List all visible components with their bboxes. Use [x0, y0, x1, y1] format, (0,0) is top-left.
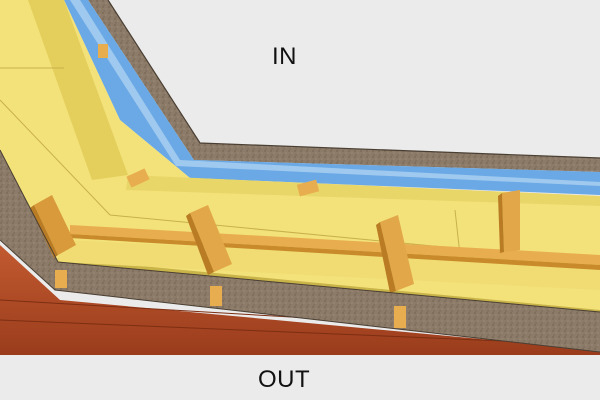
- layer-outline: [0, 239, 600, 353]
- batten-block: [126, 168, 150, 188]
- outer-fibre-board: [0, 150, 600, 352]
- insulation-shade: [126, 175, 600, 206]
- batten-block: [394, 306, 406, 328]
- batten-block: [55, 270, 67, 288]
- batten-block: [98, 44, 108, 58]
- layer-outline: [0, 149, 600, 313]
- vapour-membrane: [64, 0, 600, 195]
- insulation-shade: [58, 258, 600, 312]
- outside-label: OUT: [258, 366, 311, 393]
- stud: [376, 215, 414, 293]
- inside-label: IN: [272, 43, 297, 70]
- insulation-shade: [28, 0, 128, 180]
- exterior-cladding: [0, 245, 600, 355]
- stud: [30, 195, 76, 258]
- insulation-ledge: [58, 240, 600, 290]
- stud: [186, 205, 232, 275]
- layer-outline: [107, 0, 600, 159]
- batten-block: [210, 286, 222, 306]
- stud: [498, 190, 520, 253]
- batten-block: [296, 179, 320, 197]
